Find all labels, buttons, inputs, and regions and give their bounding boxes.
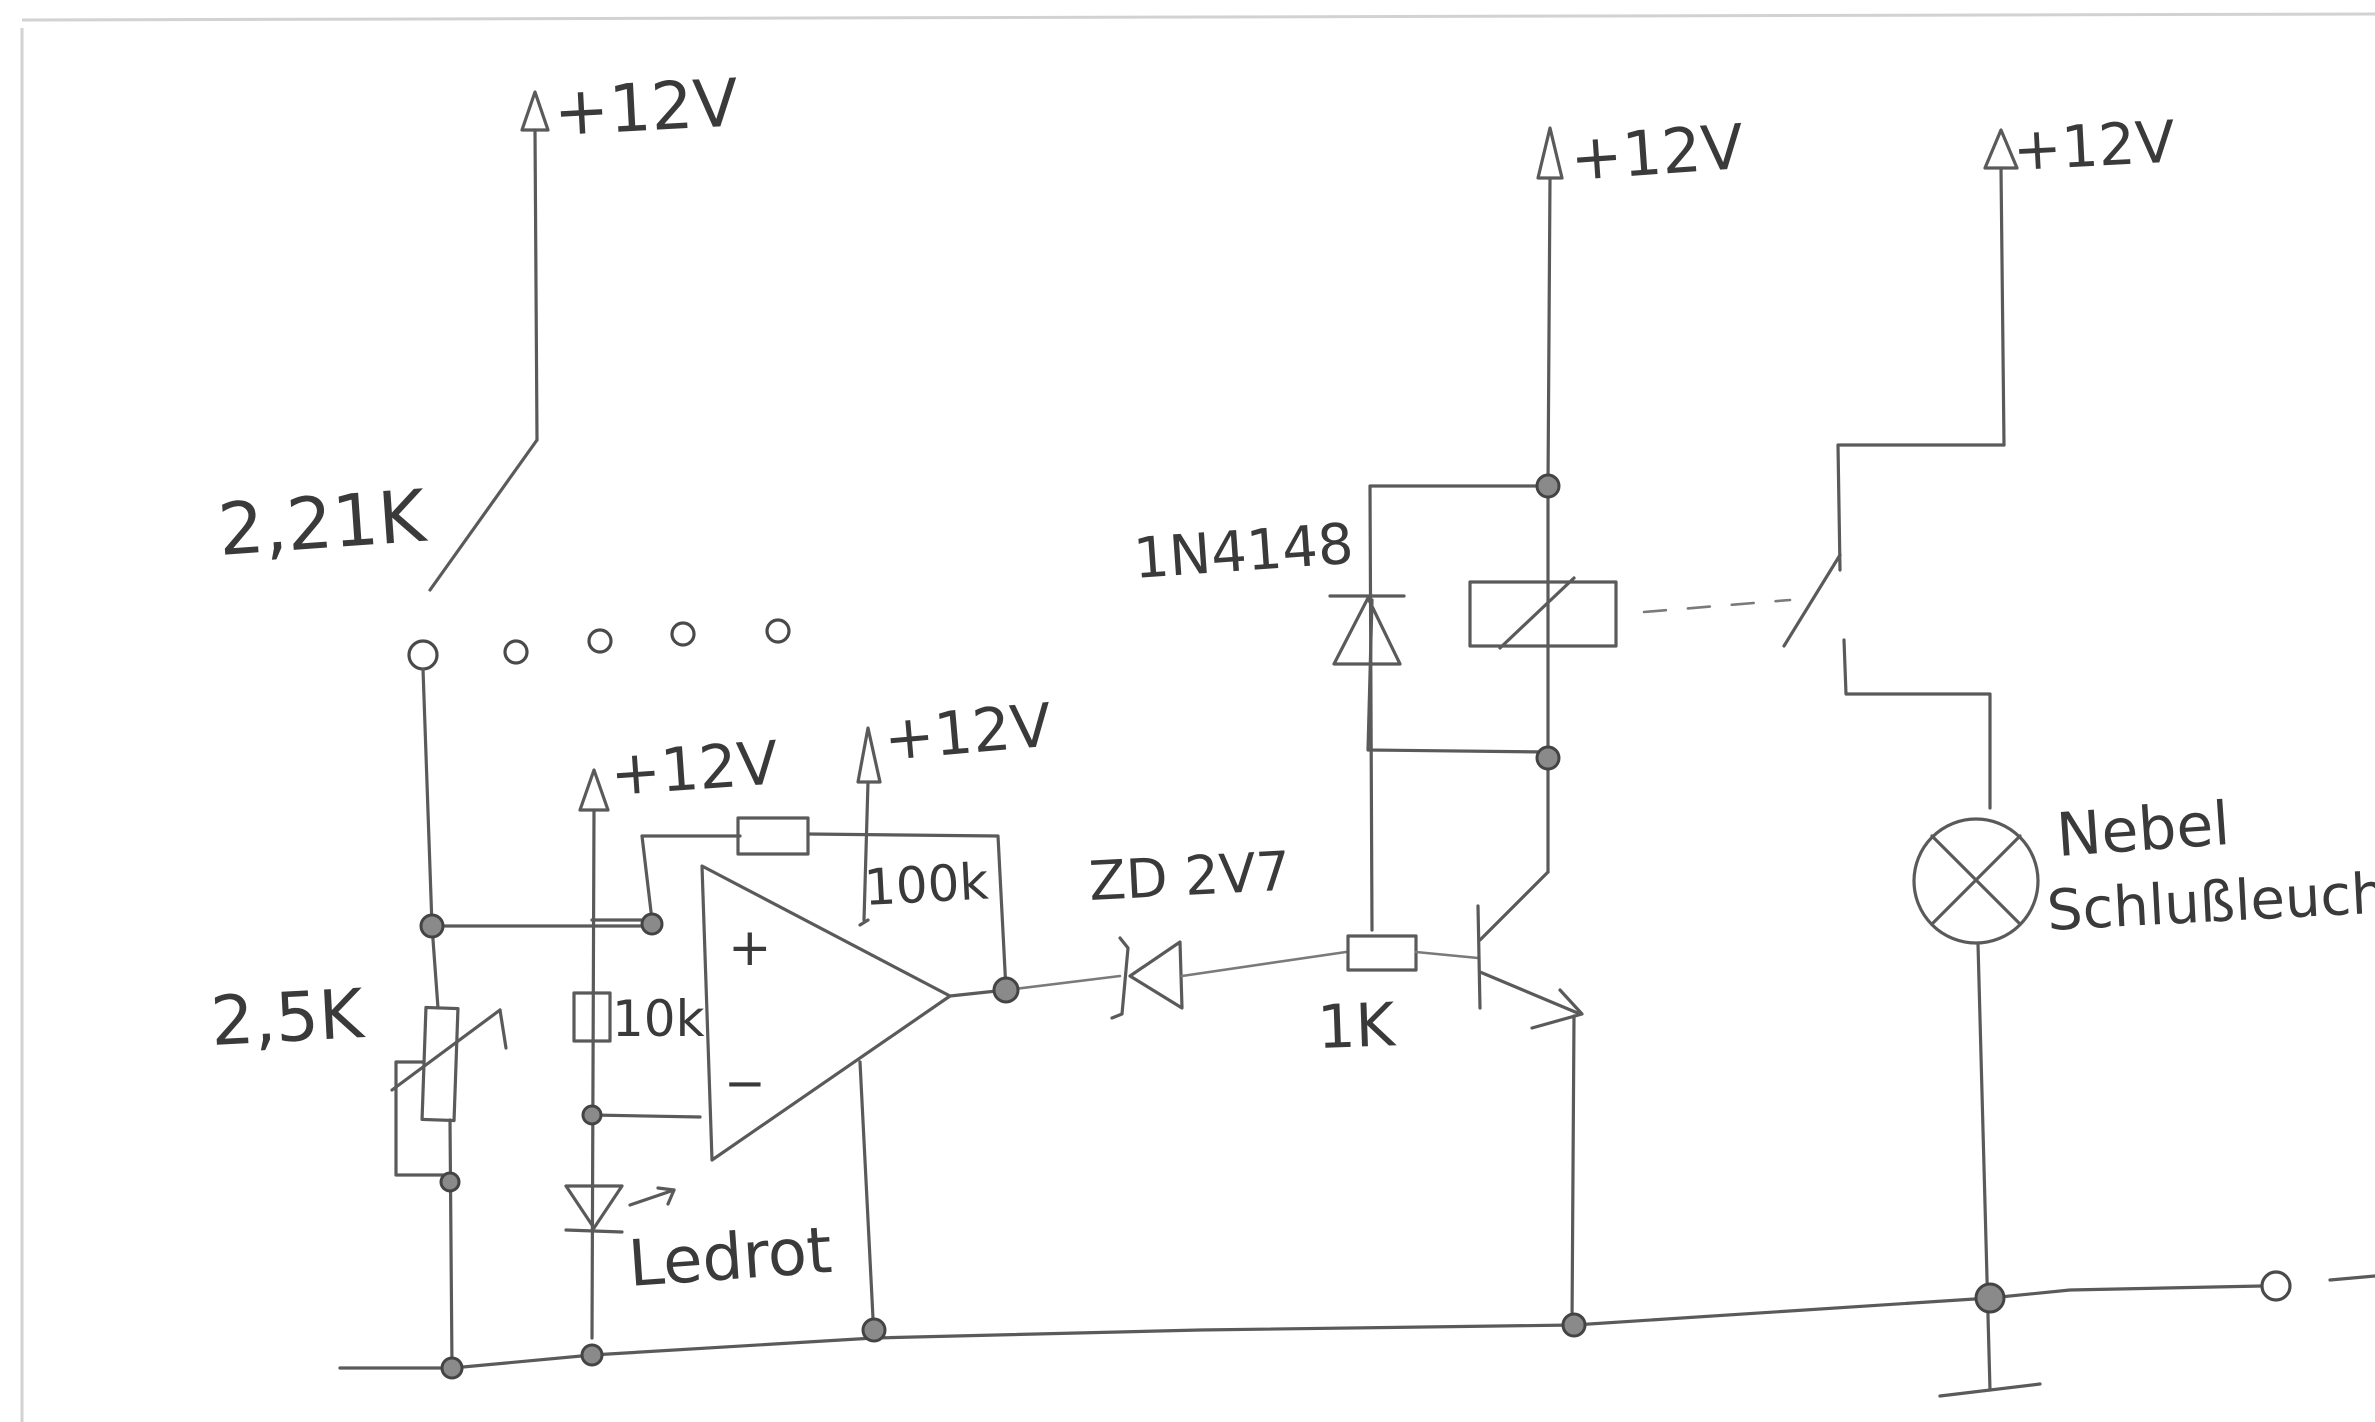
output-terminal <box>2260 1270 2292 1302</box>
wire-contact-top <box>1836 443 2006 572</box>
label-supply-5: +12V <box>881 691 1054 775</box>
opamp-ground-lead <box>858 1060 876 1340</box>
resistor-10k <box>572 991 612 1043</box>
label-minus-input: − <box>724 1054 766 1112</box>
flyback-diode-1n4148 <box>1328 594 1406 666</box>
ground-symbol <box>1938 1382 2042 1398</box>
led-red <box>564 1184 676 1234</box>
wire-to-zener <box>1004 974 1122 992</box>
label-diode-1n4148: 1N4148 <box>1131 512 1355 592</box>
wire-diode-top <box>1368 484 1550 932</box>
junction-dots <box>419 473 2006 1380</box>
selector-switch-contacts <box>407 618 791 671</box>
npn-transistor <box>1476 870 1584 1030</box>
wire-lamp-to-ground <box>1976 942 1992 1392</box>
label-supply-4: +12V <box>608 728 780 810</box>
wire-feedback-left <box>640 834 742 922</box>
supply-symbol-4 <box>578 768 610 1340</box>
label-supply-1: +12V <box>552 64 740 151</box>
opamp-supply-lead <box>858 918 870 927</box>
potentiometer <box>390 1005 508 1177</box>
label-lamp-line-2: Schlußleucht <box>2045 860 2375 944</box>
wire-contact-to-lamp <box>1842 638 1992 810</box>
op-amp <box>700 864 952 1162</box>
label-resistor-2-21k: 2,21K <box>215 474 430 572</box>
supply-symbol-2 <box>1536 126 1564 487</box>
label-supply-2: +12V <box>1568 110 1746 195</box>
paper-top-edge <box>21 12 2375 22</box>
wire-to-minus-input <box>590 1113 702 1119</box>
wire-to-pot <box>430 924 440 1010</box>
wire-emitter-to-ground <box>1570 1014 1576 1327</box>
label-pot-2-5k: 2,5K <box>209 975 368 1062</box>
wire-pot-to-ground <box>448 1118 454 1370</box>
wire-switch-to-node <box>421 667 434 928</box>
output-lead <box>2328 1274 2375 1282</box>
zener-diode <box>1110 936 1184 1020</box>
label-resistor-1k: 1K <box>1316 990 1398 1063</box>
supply-symbol-3 <box>1983 128 2019 447</box>
label-led-red: Ledrot <box>626 1214 834 1302</box>
wire-1k-to-base <box>1414 950 1480 960</box>
label-supply-3: +12V <box>2011 108 2177 184</box>
label-lamp-line-1: Nebel <box>2054 789 2232 871</box>
resistor-1k <box>1346 934 1418 972</box>
selector-switch-arm <box>428 438 539 592</box>
wire-zener-to-1k <box>1180 950 1348 978</box>
ground-rail <box>338 1284 2264 1370</box>
wire-diode-bottom <box>1366 598 1550 754</box>
resistor-100k <box>736 816 810 856</box>
supply-symbol-1 <box>520 90 550 442</box>
wire-feedback-right <box>806 832 1008 992</box>
label-plus-input: + <box>728 918 772 978</box>
relay-contact-arm <box>1782 553 1842 648</box>
label-zener-2v7: ZD 2V7 <box>1087 840 1291 913</box>
label-resistor-10k: 10k <box>612 990 705 1048</box>
lamp-symbol <box>1912 817 2040 945</box>
supply-symbol-5 <box>856 726 882 922</box>
relay-coupling-dashed-line <box>1642 598 1792 614</box>
label-resistor-100k: 100k <box>863 853 990 917</box>
relay-coil <box>1468 576 1618 650</box>
